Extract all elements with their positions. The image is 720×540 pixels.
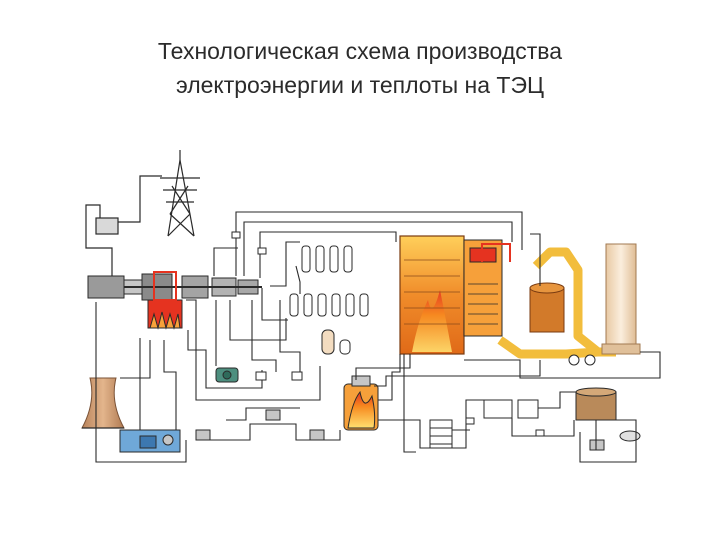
high-pressure-heaters	[301, 245, 353, 273]
valves	[231, 231, 545, 437]
boiler-convective-shaft	[463, 239, 511, 337]
transformer	[85, 175, 162, 282]
low-pressure-heaters	[289, 293, 369, 317]
steam-boiler	[399, 235, 465, 355]
slide-title: Технологическая схема производства элект…	[0, 34, 720, 102]
title-line-2: электроэнергии и теплоты на ТЭЦ	[175, 72, 545, 98]
pipeline-network	[95, 211, 661, 463]
electrostatic-precipitator	[529, 282, 565, 333]
cooling-tower	[81, 377, 125, 429]
chimney	[601, 243, 641, 355]
smoke-exhauster-fan	[568, 354, 596, 366]
condenser	[147, 271, 183, 330]
steam-turbine	[124, 273, 262, 301]
deaerator	[343, 375, 379, 431]
title-line-1: Технологическая схема производства	[157, 38, 563, 64]
flue-gas-duct	[497, 247, 616, 359]
auxiliary-pumps	[195, 409, 641, 451]
power-line-tower	[160, 150, 200, 237]
network-water-heaters	[429, 399, 539, 449]
drain-tanks	[321, 329, 351, 355]
feed-water-pump	[215, 367, 239, 383]
circulation-water-basin	[119, 429, 181, 453]
fuel-storage-tank	[575, 387, 617, 421]
